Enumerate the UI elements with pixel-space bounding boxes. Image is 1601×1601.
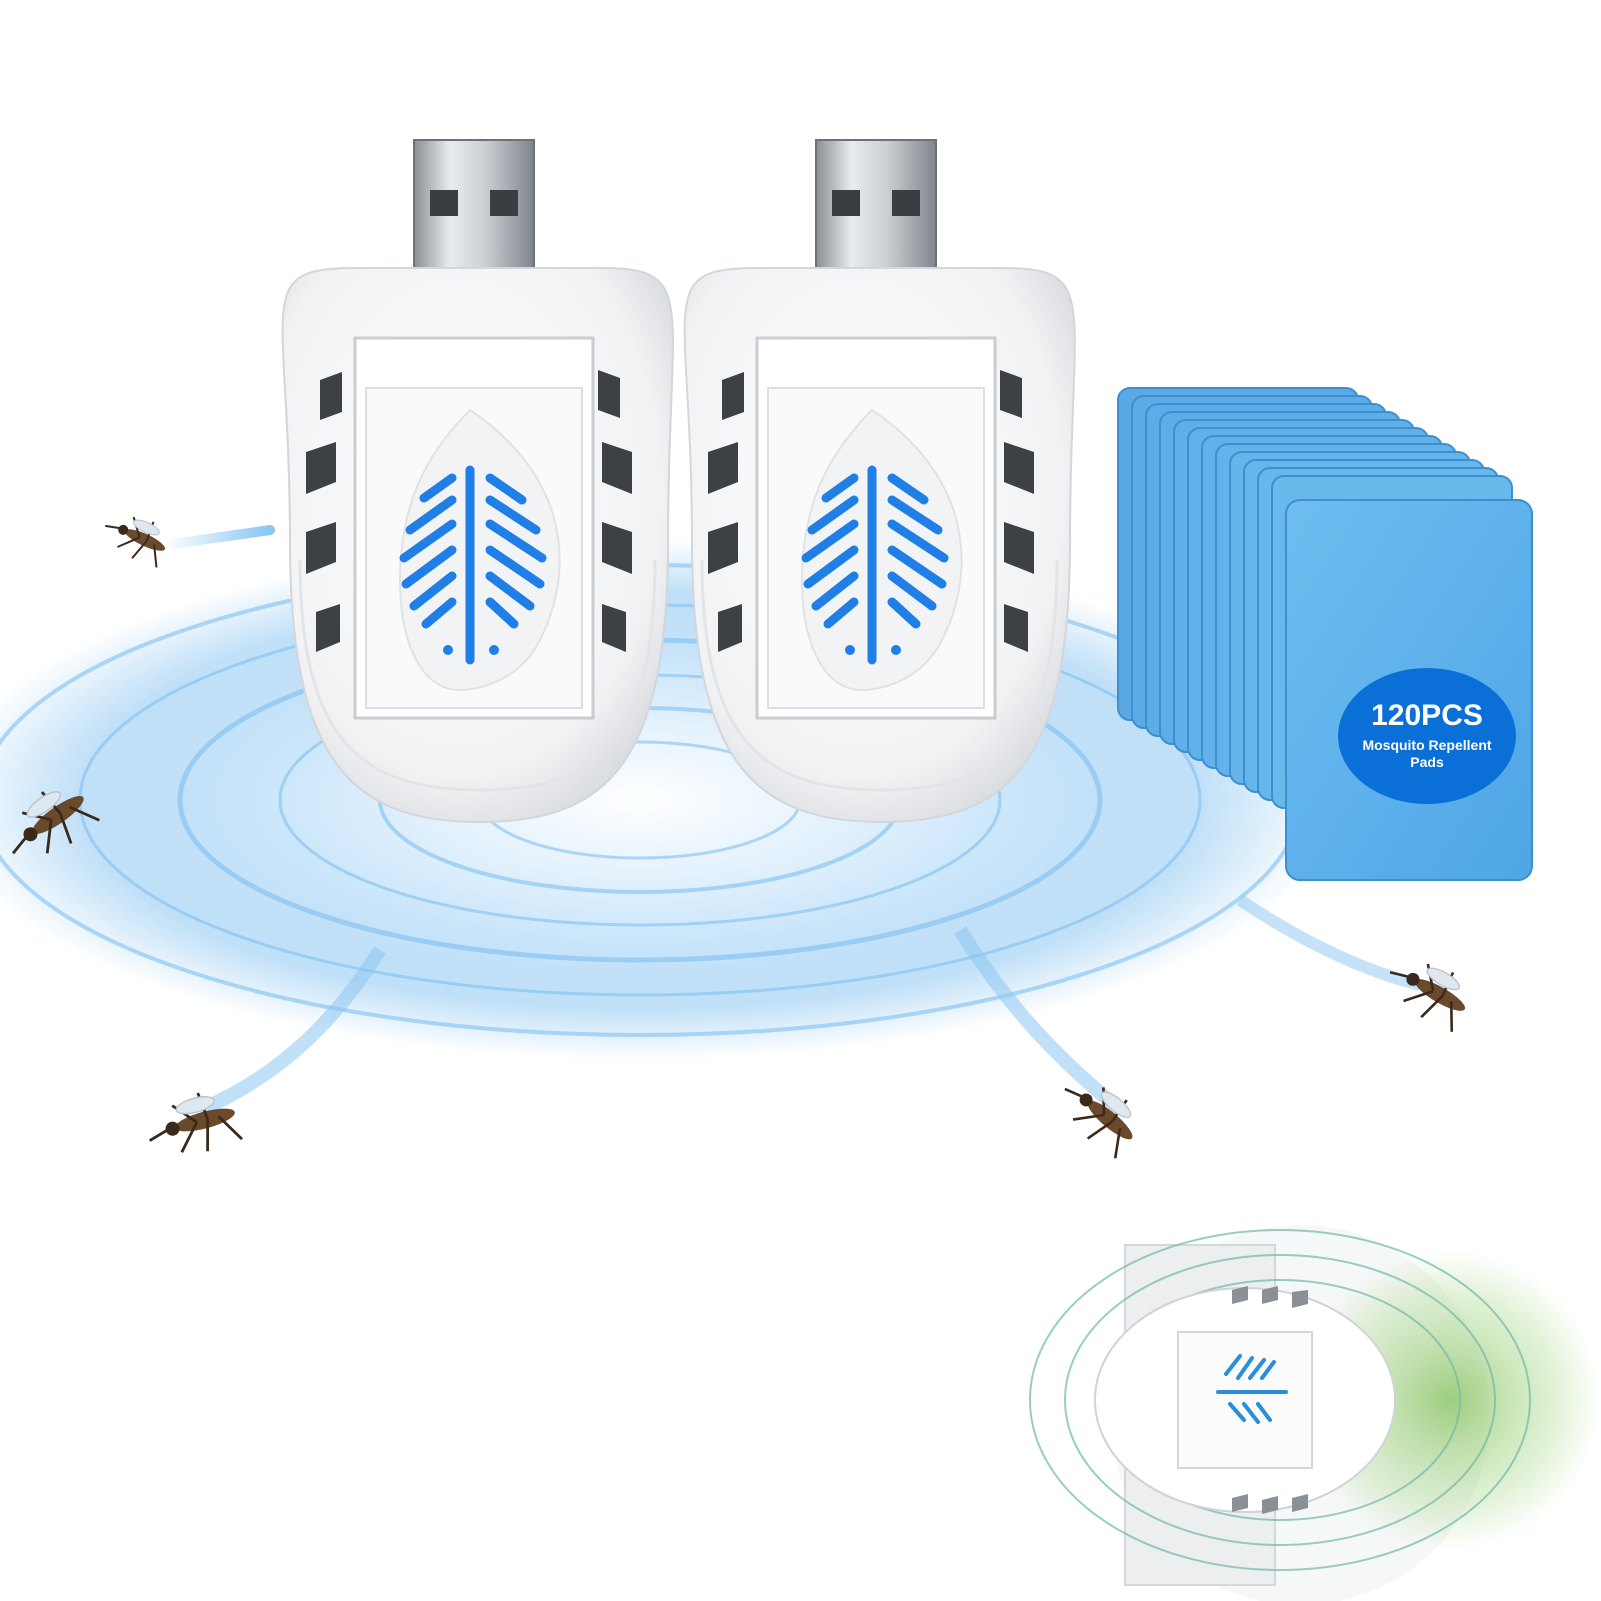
pad-count-badge: 120PCS Mosquito Repellent Pads [1338, 668, 1516, 804]
leaf-icon [1216, 1354, 1288, 1424]
mosquito-icon [1389, 963, 1466, 1032]
usb-plug-icon [815, 139, 937, 269]
pad-description-line1: Mosquito Repellent [1362, 736, 1492, 753]
mosquito-icon [148, 1092, 243, 1153]
usb-device-right [683, 139, 1076, 824]
repellent-pad-stack [1117, 387, 1533, 881]
leaf-icon [398, 408, 561, 692]
usb-device-left [281, 139, 674, 824]
pad-description-line2: Pads [1410, 754, 1444, 770]
mosquito-icon [105, 516, 166, 568]
leaf-icon [800, 408, 963, 692]
usb-plug-icon [413, 139, 535, 269]
wall-socket-inset [1029, 1225, 1600, 1601]
mosquito-icon [1064, 1087, 1133, 1159]
mosquito-icon [11, 791, 100, 855]
pad-count-label: 120PCS [1371, 698, 1483, 732]
